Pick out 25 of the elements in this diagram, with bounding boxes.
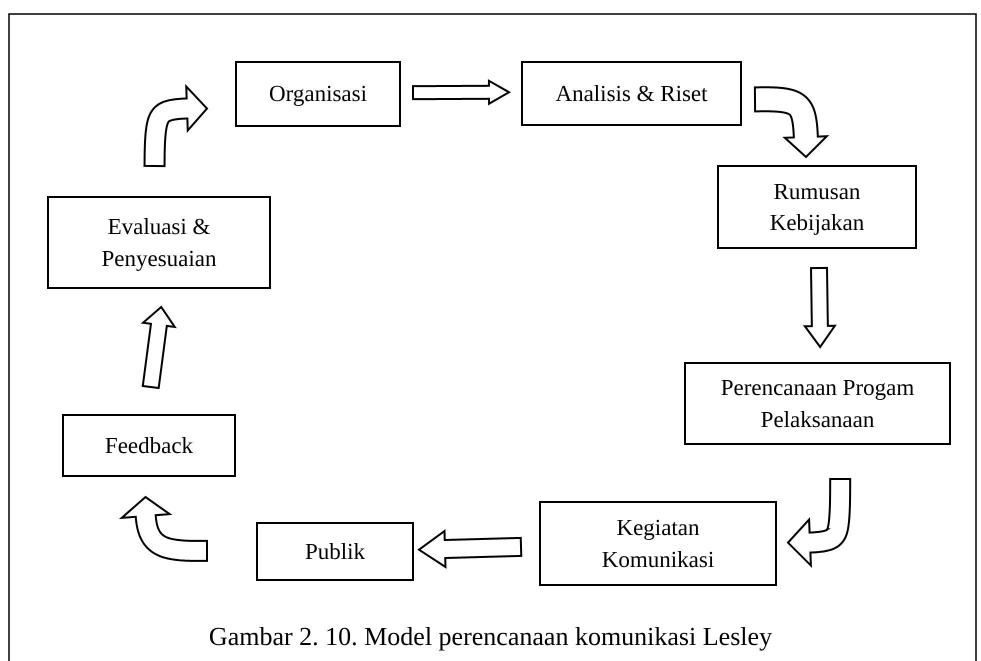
box-label: Kegiatan Komunikasi xyxy=(600,514,716,574)
figure-caption: Gambar 2. 10. Model perencanaan komunikasi Lesley xyxy=(208,622,772,651)
block-arrow xyxy=(786,478,852,568)
process-box xyxy=(235,61,401,127)
process-box xyxy=(62,414,236,477)
block-arrow xyxy=(118,496,208,562)
box-label: Organisasi xyxy=(269,80,367,108)
block-arrow xyxy=(417,529,522,569)
process-box xyxy=(684,362,951,445)
block-arrow xyxy=(412,79,511,106)
box-label: Perencanaan Progam Pelaksanaan xyxy=(720,374,916,434)
block-arrow xyxy=(140,306,177,390)
process-box xyxy=(47,196,271,289)
block-arrow xyxy=(144,84,208,168)
box-label: Publik xyxy=(304,538,366,566)
block-arrow xyxy=(802,266,837,349)
process-box xyxy=(256,522,414,581)
box-label: Rumusan Kebijakan xyxy=(768,178,866,237)
process-box xyxy=(717,165,917,249)
box-label: Analisis & Riset xyxy=(555,80,708,108)
block-arrow xyxy=(754,86,830,158)
process-box xyxy=(539,501,777,586)
box-label: Evaluasi & Penyesuaian xyxy=(100,213,218,273)
process-box xyxy=(521,61,742,126)
box-label: Feedback xyxy=(104,432,194,460)
